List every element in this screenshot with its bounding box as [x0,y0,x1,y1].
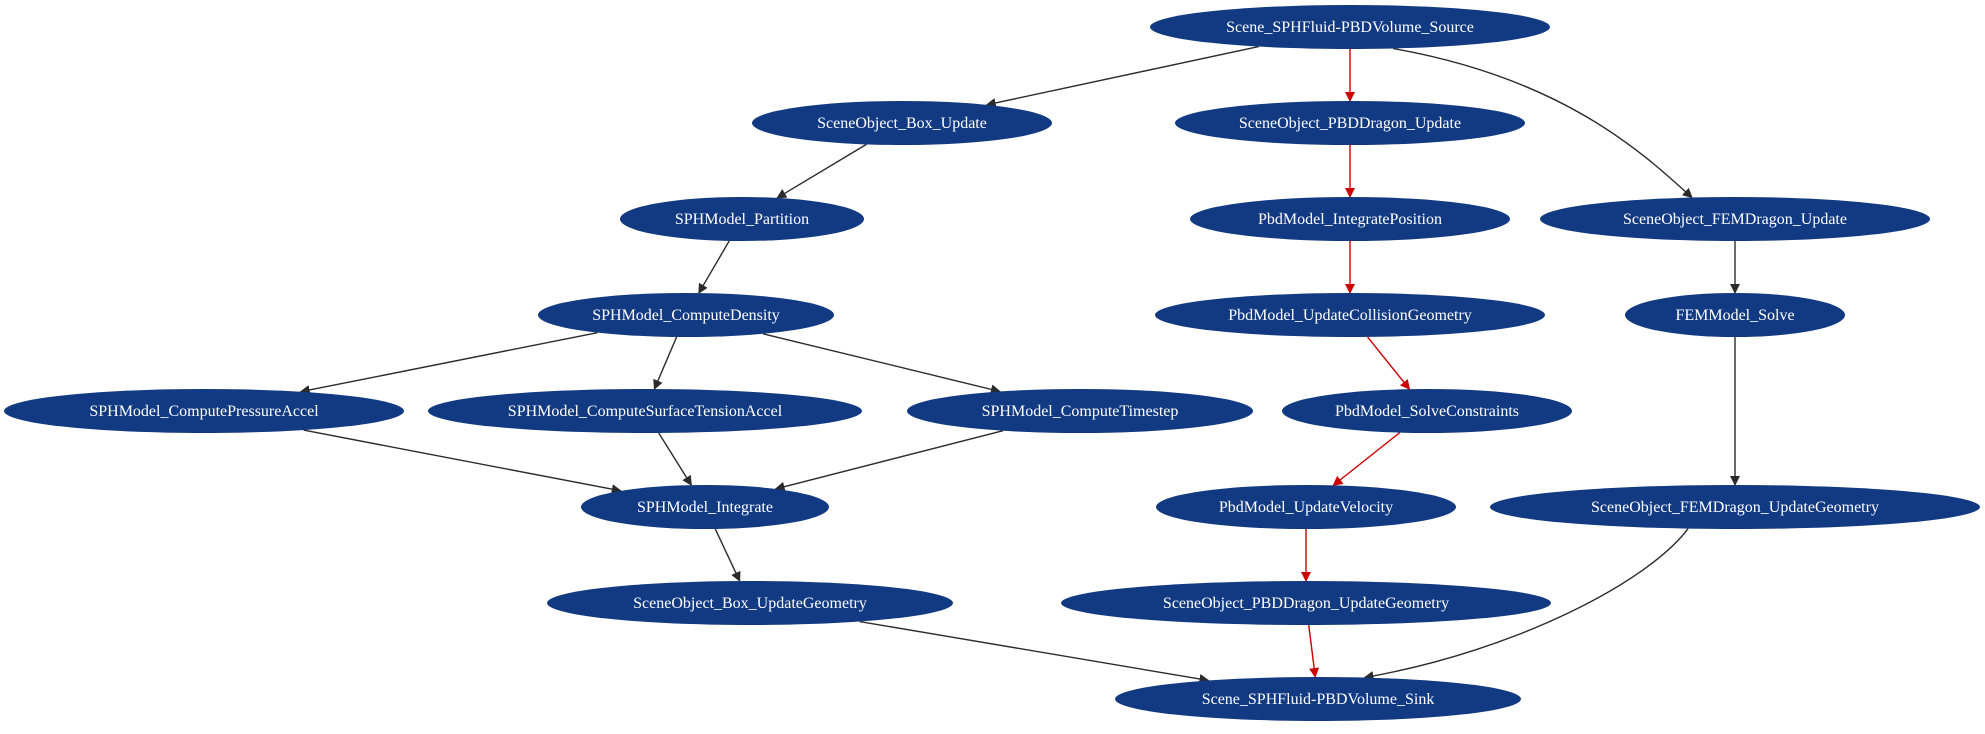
edge-sph_compute_density-to-sph_compute_timestep [762,333,1001,395]
node-shape [428,389,862,433]
edge-layer [299,45,1740,684]
node-sph-compute-density: SPHModel_ComputeDensity [538,293,834,337]
node-shape [547,581,953,625]
node-source: Scene_SPHFluid-PBDVolume_Source [1150,5,1550,49]
node-label: FEMModel_Solve [1675,307,1794,324]
node-label: PbdModel_IntegratePosition [1258,211,1442,228]
node-label: SceneObject_PBDDragon_Update [1239,115,1461,132]
node-shape [538,293,834,337]
node-label: PbdModel_UpdateCollisionGeometry [1228,307,1472,324]
node-sph-partition: SPHModel_Partition [620,197,864,241]
node-fem-dragon-update: SceneObject_FEMDragon_Update [1540,197,1930,241]
node-label: SPHModel_Partition [675,211,809,228]
node-shape [1540,197,1930,241]
edge-fem_dragon_update_geometry-to-sink [1363,528,1689,681]
node-sph-compute-surface-tension-accel: SPHModel_ComputeSurfaceTensionAccel [428,389,862,433]
node-box-update: SceneObject_Box_Update [752,101,1052,145]
edge-source-to-box_update [985,45,1259,108]
edge-pbd_update_collision_geometry-to-pbd_solve_constraints [1367,336,1411,390]
node-label: SPHModel_ComputePressureAccel [89,403,319,420]
node-shape [1115,677,1521,721]
edge-pbd_solve_constraints-to-pbd_update_velocity [1332,432,1401,486]
edge-source-to-fem_dragon_update [1392,47,1693,199]
node-shape [1061,581,1551,625]
node-label: Scene_SPHFluid-PBDVolume_Source [1226,19,1474,36]
node-fem-solve: FEMModel_Solve [1625,293,1845,337]
node-label: SceneObject_PBDDragon_UpdateGeometry [1163,595,1449,612]
edge-sph_compute_timestep-to-sph_integrate [774,430,1004,492]
node-box-update-geometry: SceneObject_Box_UpdateGeometry [547,581,953,625]
node-label: SPHModel_ComputeSurfaceTensionAccel [508,403,783,420]
node-shape [1625,293,1845,337]
edge-sph_compute_density-to-sph_compute_pressure_accel [299,331,598,395]
node-sink: Scene_SPHFluid-PBDVolume_Sink [1115,677,1521,721]
node-pbd-integrate-position: PbdModel_IntegratePosition [1190,197,1510,241]
node-label: SceneObject_FEMDragon_UpdateGeometry [1591,499,1879,516]
node-shape [581,485,829,529]
node-label: SPHModel_Integrate [637,499,773,516]
edge-sph_compute_pressure_accel-to-sph_integrate [303,429,622,495]
edge-sph_integrate-to-box_update_geometry [714,528,741,582]
edge-sph_compute_surface_tension_accel-to-sph_integrate [658,432,692,486]
node-shape [1190,197,1510,241]
node-sph-compute-timestep: SPHModel_ComputeTimestep [907,389,1253,433]
node-label: PbdModel_UpdateVelocity [1219,499,1393,516]
node-label: SceneObject_Box_Update [817,115,987,132]
node-sph-compute-pressure-accel: SPHModel_ComputePressureAccel [4,389,404,433]
node-shape [752,101,1052,145]
node-label: PbdModel_SolveConstraints [1335,403,1519,420]
node-shape [1175,101,1525,145]
node-shape [1156,485,1456,529]
node-shape [620,197,864,241]
edge-box_update_geometry-to-sink [859,620,1210,684]
node-pbd-update-collision-geometry: PbdModel_UpdateCollisionGeometry [1155,293,1545,337]
node-sph-integrate: SPHModel_Integrate [581,485,829,529]
node-label: SPHModel_ComputeTimestep [982,403,1179,420]
node-pbd-dragon-update: SceneObject_PBDDragon_Update [1175,101,1525,145]
node-label: SceneObject_FEMDragon_Update [1623,211,1847,228]
node-shape [4,389,404,433]
node-layer: Scene_SPHFluid-PBDVolume_SourceSceneObje… [4,5,1980,721]
node-shape [1150,5,1550,49]
node-pbd-update-velocity: PbdModel_UpdateVelocity [1156,485,1456,529]
node-pbd-solve-constraints: PbdModel_SolveConstraints [1282,389,1572,433]
node-shape [1490,485,1980,529]
node-shape [907,389,1253,433]
edge-sph_partition-to-sph_compute_density [698,240,730,294]
edge-sph_compute_density-to-sph_compute_surface_tension_accel [653,336,678,390]
node-shape [1155,293,1545,337]
node-label: Scene_SPHFluid-PBDVolume_Sink [1202,691,1435,708]
node-fem-dragon-update-geometry: SceneObject_FEMDragon_UpdateGeometry [1490,485,1980,529]
node-shape [1282,389,1572,433]
edge-box_update-to-sph_partition [776,143,867,199]
edge-pbd_dragon_update_geometry-to-sink [1308,624,1320,678]
node-label: SceneObject_Box_UpdateGeometry [633,595,867,612]
node-label: SPHModel_ComputeDensity [592,307,780,324]
node-pbd-dragon-update-geometry: SceneObject_PBDDragon_UpdateGeometry [1061,581,1551,625]
